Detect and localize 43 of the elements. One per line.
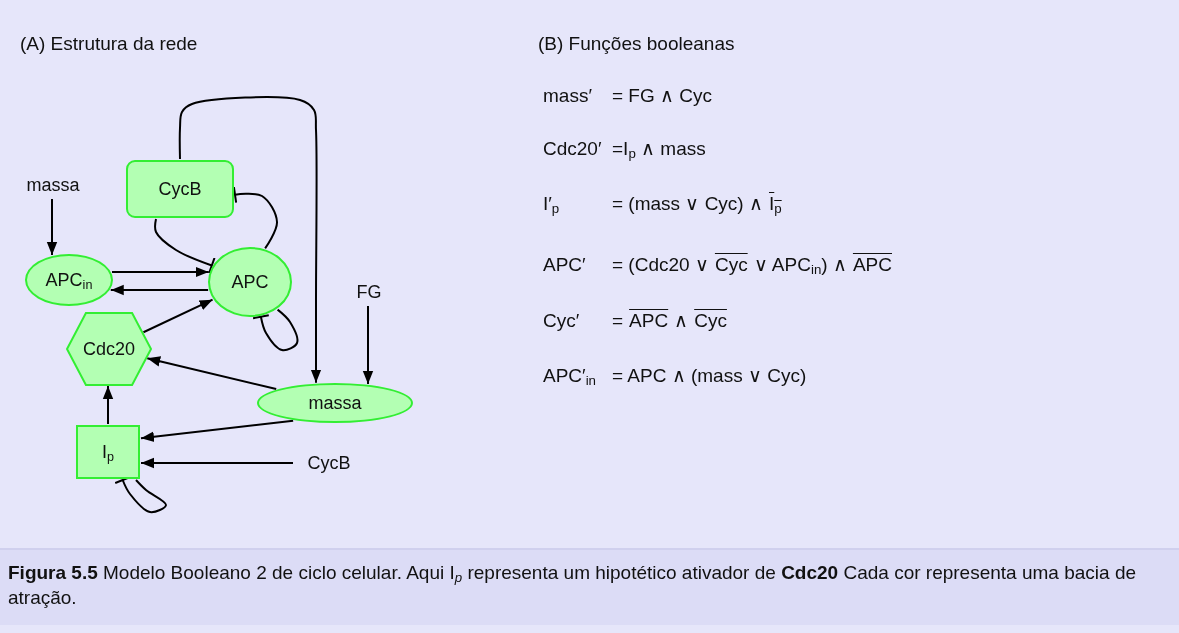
formula-term: = APC ∧ (mass ∨ Cyc) [612,364,807,387]
arrow [178,96,322,384]
node-label: I$_{p}$ [102,441,114,463]
formula-term: ∨ APC$_{in}$) ∧ [753,253,847,276]
formula-variable: I′$_{p}$ [543,193,561,215]
rounded-process-box [126,160,234,218]
arrow [46,198,58,256]
square-node [76,425,140,479]
formula-term: =I$_{p}$ ∧ mass [612,137,706,160]
formula-term: APC [629,310,669,332]
node-label: CycB [158,178,202,200]
formula-term: = [612,310,624,332]
arrow [109,284,210,296]
arrow [102,385,114,425]
panel-heading: (B) Funções booleanas [538,33,735,55]
arrow [140,457,294,469]
figure-caption: Figura 5.5 Modelo Booleano 2 de ciclo celular. Aqui I$_{p}$ representa um hipotético ativador de Cdc20 Cada cor representa uma bacia de atração. [0,548,1179,625]
formula-term: Cyc [694,310,727,332]
formula-term: APC [852,254,892,276]
node-label: APC [231,271,269,293]
formula-term: ∧ [674,309,689,332]
formula-variable: APC′ [543,254,587,276]
arrow [110,266,210,278]
formula-variable: Cyc′ [543,310,581,332]
formula-term: = FG ∧ Cyc [612,84,713,107]
arrow [362,305,374,385]
node-label: Cdc20 [83,338,135,360]
formula-variable: Cdc20′ [543,138,603,160]
formula-term: = (Cdc20 ∨ [612,253,709,276]
input-label: CycB [296,452,362,474]
formula-term: I$_{p}$ [769,193,782,215]
arrow [142,298,214,334]
formula-term: = (mass ∨ Cyc) ∧ [612,192,763,215]
formula-variable: APC′$_{in}$ [543,365,597,387]
node-label: massa [308,392,362,414]
panel-heading: (A) Estrutura da rede [20,33,198,55]
input-label: FG [352,281,386,303]
input-label: massa [22,174,84,196]
formula-variable: mass′ [543,85,593,107]
hexagon-node [66,312,152,386]
node-label: APC$_{in}$ [45,269,93,291]
formula-term: Cyc [714,254,748,276]
arrow [146,356,278,390]
